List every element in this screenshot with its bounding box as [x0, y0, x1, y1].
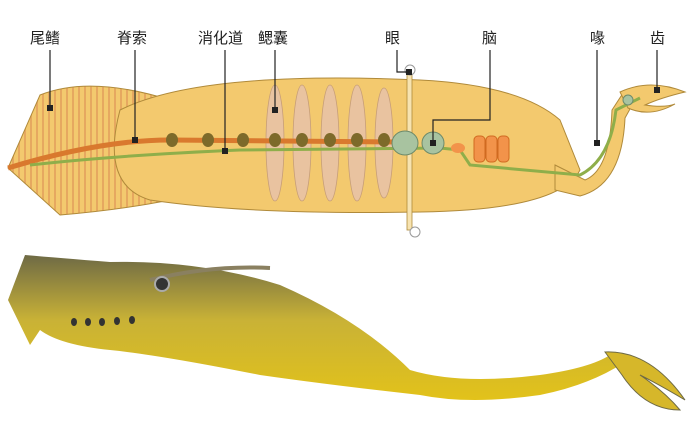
mouth-circle: [622, 94, 634, 106]
anatomy-diagram: [7, 64, 687, 238]
label-teeth: 齿: [650, 29, 665, 47]
brain: [391, 130, 419, 156]
label-gill-pouches: 鳃囊: [258, 29, 288, 47]
tully-monster-rendering: [8, 255, 686, 411]
label-proboscis: 喙: [590, 29, 605, 47]
rendered-eye: [154, 276, 170, 292]
gut: [29, 96, 641, 177]
body-outline: [113, 77, 581, 213]
label-tail-fin: 尾鳍: [30, 29, 60, 47]
notochord: [7, 137, 401, 171]
label-gut: 消化道: [198, 29, 243, 47]
label-brain: 脑: [482, 29, 497, 47]
eye-bottom: [409, 226, 421, 238]
labels: 尾鳍 脊索 消化道 鳃囊 眼 脑 喙 齿: [30, 29, 665, 154]
segments: [166, 133, 390, 147]
rendered-jaw: [604, 351, 686, 411]
organ: [451, 143, 465, 153]
rendered-gill-openings: [71, 316, 135, 326]
label-eye: 眼: [385, 29, 400, 47]
orange-blocks: [473, 135, 510, 163]
jaw: [619, 84, 687, 113]
label-notochord: 脊索: [117, 29, 147, 47]
rendered-body: [8, 255, 625, 400]
